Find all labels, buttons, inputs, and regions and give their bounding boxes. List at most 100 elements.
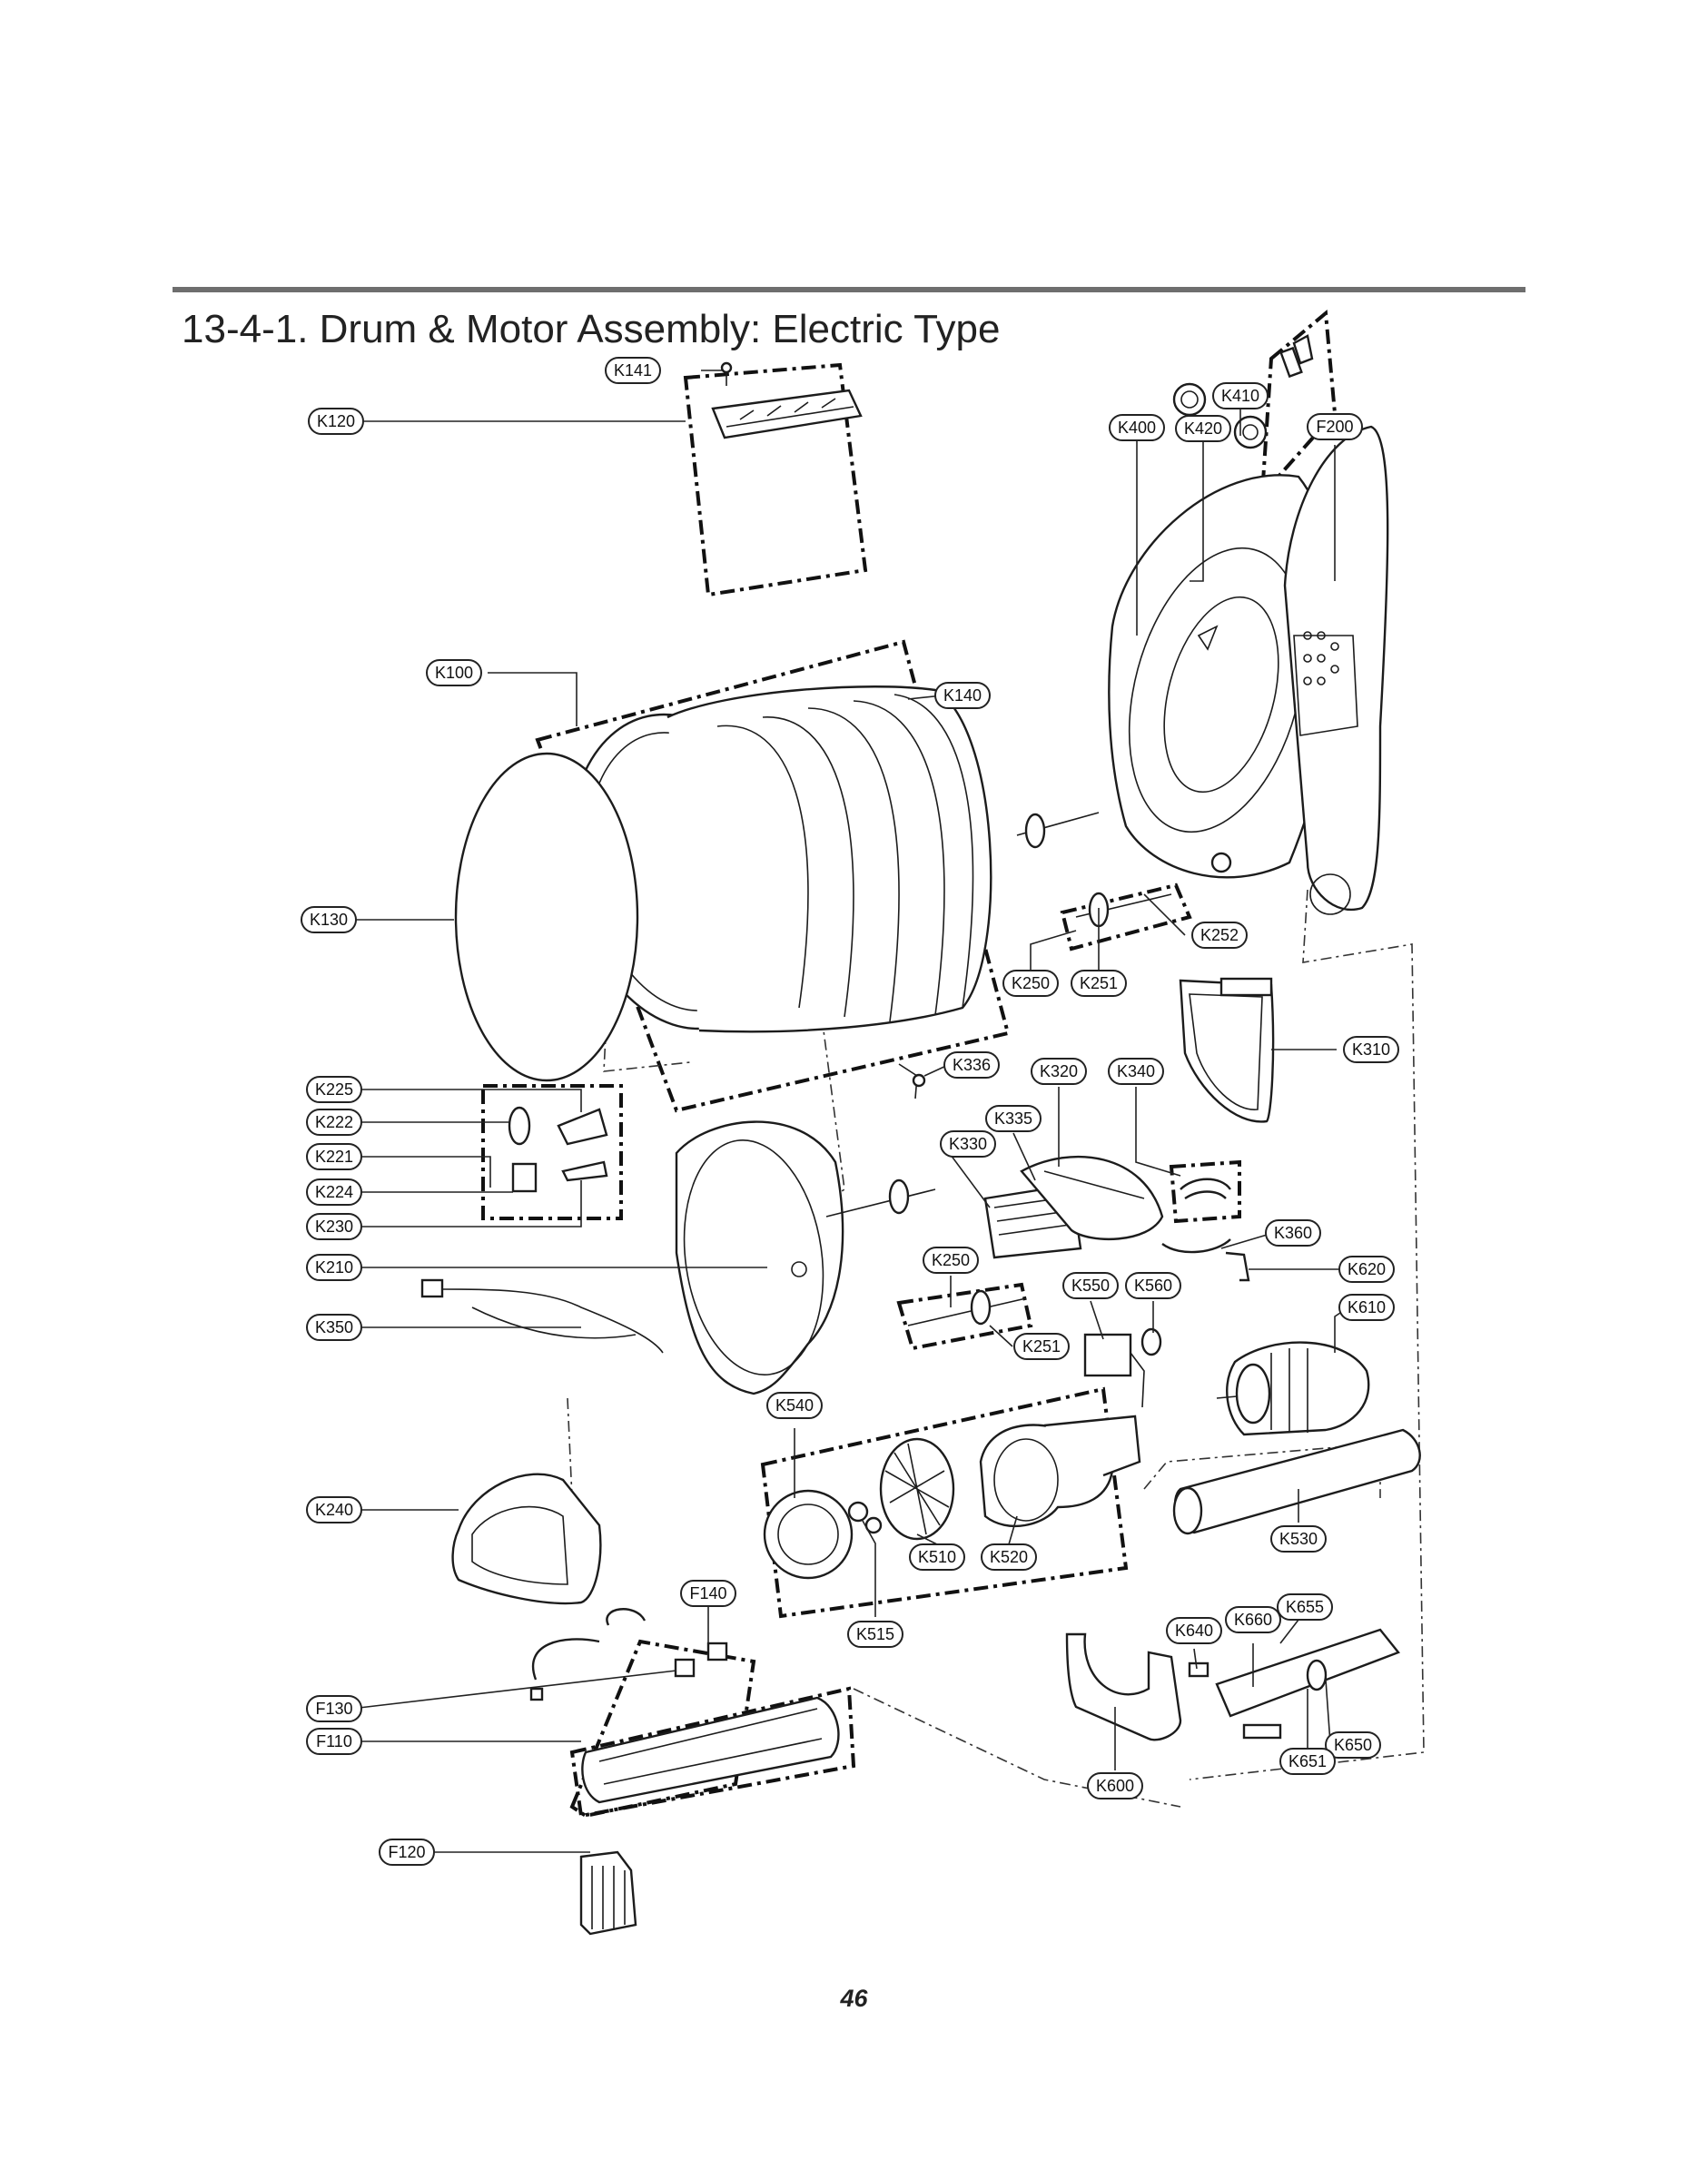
group-outline-heater-duct <box>569 1686 856 1819</box>
part-k560-sensor <box>1140 1327 1162 1356</box>
part-k610-motor <box>1216 1341 1370 1436</box>
callout-k620: K620 <box>1338 1256 1395 1283</box>
group-outline-k120 <box>683 362 868 597</box>
callout-label: K350 <box>315 1318 353 1336</box>
callout-k120: K120 <box>308 408 364 435</box>
part-k130-ring <box>454 752 639 1082</box>
callout-label: K224 <box>315 1183 353 1201</box>
callout-label: K510 <box>918 1548 956 1566</box>
part-k360-seal <box>1161 1238 1231 1254</box>
group-outline-k410 <box>1259 310 1338 500</box>
part-f130-wires <box>529 1608 647 1701</box>
callout-label: K336 <box>953 1056 991 1074</box>
part-k515-washer <box>847 1501 883 1534</box>
callout-k530: K530 <box>1270 1525 1327 1553</box>
callout-label: K120 <box>317 412 355 430</box>
callout-label: K620 <box>1348 1260 1386 1278</box>
callout-k250: K250 <box>1002 970 1059 997</box>
callout-k230: K230 <box>306 1213 362 1240</box>
part-lower-roller-shaft <box>825 1178 1027 1326</box>
callout-k660: K660 <box>1225 1606 1281 1633</box>
callout-k252: K252 <box>1191 922 1248 949</box>
callout-k225: K225 <box>306 1076 362 1103</box>
callout-label: K210 <box>315 1258 353 1277</box>
callout-k515: K515 <box>847 1621 903 1648</box>
callout-k650: K650 <box>1325 1731 1381 1759</box>
callout-k310: K310 <box>1343 1036 1399 1063</box>
callout-f140: F140 <box>680 1580 736 1607</box>
callout-k410: K410 <box>1212 382 1269 409</box>
callout-k400: K400 <box>1109 414 1165 441</box>
callout-label: K310 <box>1352 1040 1390 1059</box>
callout-label: K140 <box>943 686 982 705</box>
callout-label: K330 <box>949 1135 987 1153</box>
callout-k250: K250 <box>923 1247 979 1274</box>
leader-lines <box>341 370 1354 1853</box>
part-k210-bulkhead <box>675 1120 844 1395</box>
callout-k224: K224 <box>306 1178 362 1206</box>
part-k120-lifter <box>711 389 863 439</box>
group-outline-k340 <box>1169 1159 1241 1224</box>
callout-k240: K240 <box>306 1496 362 1523</box>
group-outline-blower <box>760 1386 1129 1619</box>
callout-k640: K640 <box>1166 1617 1222 1644</box>
callout-label: K560 <box>1134 1277 1172 1295</box>
callout-label: K100 <box>435 664 473 682</box>
callout-k140: K140 <box>934 682 991 709</box>
group-outline-k250-lower <box>896 1282 1033 1351</box>
callout-k141: K141 <box>605 357 661 384</box>
group-outline-k250-upper <box>1060 882 1192 951</box>
part-k600-mount <box>1065 1632 1182 1741</box>
callout-label: K640 <box>1175 1622 1213 1640</box>
callout-label: K530 <box>1279 1530 1318 1548</box>
callout-label: K320 <box>1040 1062 1078 1080</box>
callout-label: K221 <box>315 1148 353 1166</box>
callout-label: K540 <box>775 1396 814 1415</box>
part-k540-ring <box>763 1489 854 1580</box>
callout-k210: K210 <box>306 1254 362 1281</box>
callout-label: K252 <box>1200 926 1239 944</box>
callout-label: K650 <box>1334 1736 1372 1754</box>
callout-label: F120 <box>388 1843 425 1861</box>
callout-f200: F200 <box>1307 413 1363 440</box>
callout-label: K520 <box>990 1548 1028 1566</box>
part-k141-screw <box>720 361 733 386</box>
callout-k600: K600 <box>1087 1772 1143 1799</box>
callout-k655: K655 <box>1277 1593 1333 1621</box>
callout-label: K550 <box>1071 1277 1110 1295</box>
callout-k251: K251 <box>1071 970 1127 997</box>
part-k530-tube <box>1172 1428 1421 1535</box>
part-k410-set <box>1233 334 1314 449</box>
callout-label: K651 <box>1288 1752 1327 1770</box>
callout-k221: K221 <box>306 1143 362 1170</box>
callout-label: K400 <box>1118 419 1156 437</box>
flow-line-right <box>1189 889 1425 1780</box>
callout-f110: F110 <box>306 1728 362 1755</box>
part-f110-duct <box>581 1696 840 1804</box>
callout-label: K600 <box>1096 1777 1134 1795</box>
callout-k130: K130 <box>301 906 357 933</box>
callout-label: K240 <box>315 1501 353 1519</box>
part-f200-duct <box>1283 425 1389 915</box>
part-lint-housing <box>983 1155 1164 1259</box>
callout-k251: K251 <box>1013 1333 1070 1360</box>
page-title: 13-4-1. Drum & Motor Assembly: Electric … <box>182 307 1001 351</box>
callout-label: K655 <box>1286 1598 1324 1616</box>
title-rule <box>173 287 1525 292</box>
callout-k610: K610 <box>1338 1294 1395 1321</box>
callout-label: K130 <box>310 911 348 929</box>
callout-k340: K340 <box>1108 1058 1164 1085</box>
callout-k540: K540 <box>766 1392 823 1419</box>
part-f120-heater <box>579 1850 637 1936</box>
part-k550-thermistor <box>1083 1333 1145 1408</box>
callout-f120: F120 <box>379 1839 435 1866</box>
callout-k420: K420 <box>1175 415 1231 442</box>
part-k400-bulkhead <box>1108 474 1339 879</box>
part-k650-mount <box>1188 1628 1400 1740</box>
callout-k651: K651 <box>1279 1748 1336 1775</box>
callout-k330: K330 <box>940 1130 996 1158</box>
callout-label: K360 <box>1274 1224 1312 1242</box>
callout-k100: K100 <box>426 659 482 686</box>
